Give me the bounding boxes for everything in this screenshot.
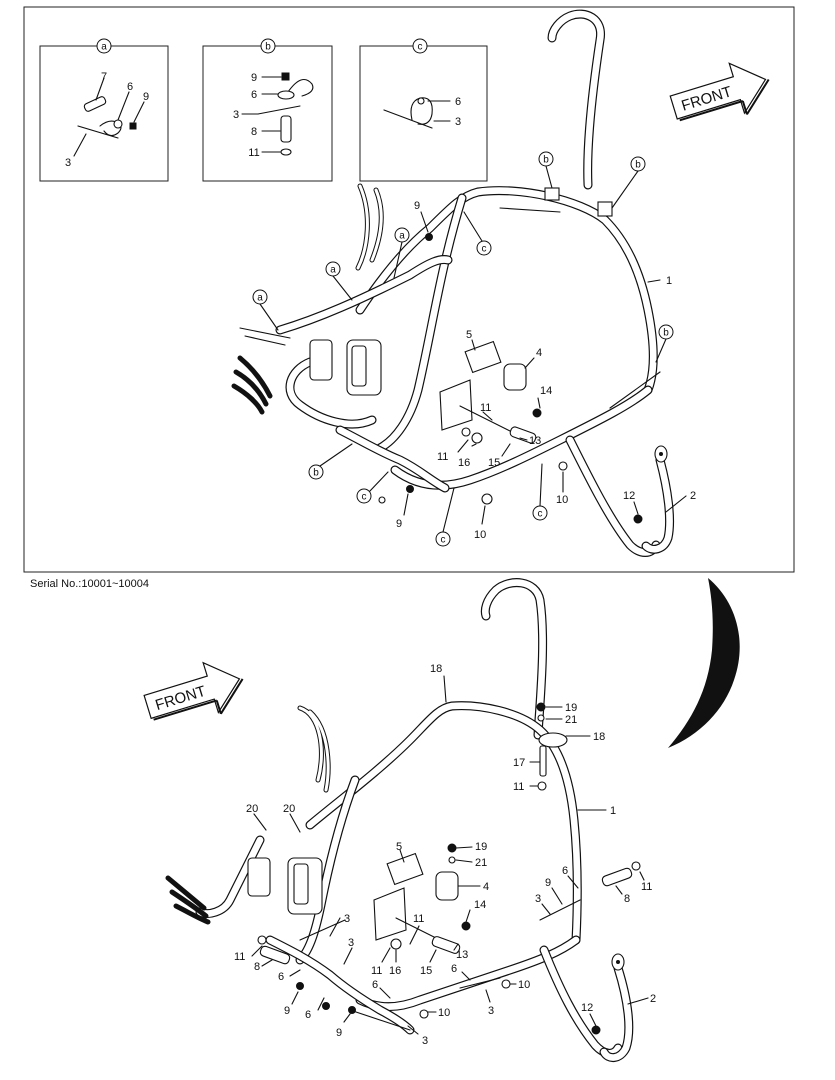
- upper-marker-b1: b: [543, 155, 549, 166]
- lower-callout-9c: 9: [336, 1027, 342, 1039]
- upper-marker-c2: c: [362, 492, 367, 503]
- upper-callout-14: 14: [540, 385, 552, 397]
- upper-callout-15: 15: [488, 457, 500, 469]
- lower-callout-20b: 20: [283, 803, 295, 815]
- detail-a-letter: a: [101, 42, 107, 53]
- upper-marker-b3: b: [663, 328, 669, 339]
- upper-callout-16: 16: [458, 457, 470, 469]
- serial-number-label: Serial No.:10001~10004: [30, 578, 149, 590]
- detail-panel-a: a 7 6 9 3: [39, 38, 169, 182]
- lower-callout-6a: 6: [562, 865, 568, 877]
- lower-callout-4: 4: [483, 881, 489, 893]
- lower-callout-18a: 18: [430, 663, 442, 675]
- lower-callout-19b: 19: [475, 841, 487, 853]
- detail-c-label-6: 6: [455, 96, 461, 108]
- detail-a-label-7: 7: [101, 71, 107, 83]
- upper-callout-4: 4: [536, 347, 542, 359]
- upper-callout-2: 2: [690, 490, 696, 502]
- lower-callout-14: 14: [474, 899, 486, 911]
- upper-marker-b4: b: [313, 468, 319, 479]
- lower-callout-6d: 6: [305, 1009, 311, 1021]
- front-arrow-upper: FRONT: [669, 62, 770, 122]
- lower-callout-11b: 11: [641, 881, 652, 893]
- upper-callout-11b: 11: [437, 451, 448, 463]
- lower-callout-2: 2: [650, 993, 656, 1005]
- detail-panel-b: b 9 6 3 8 11: [202, 38, 333, 182]
- upper-marker-c1: c: [482, 244, 487, 255]
- detail-b-label-8: 8: [251, 126, 257, 138]
- upper-callout-9a: 9: [414, 200, 420, 212]
- lower-callout-1: 1: [610, 805, 616, 817]
- lower-callout-11d: 11: [234, 951, 245, 963]
- lower-callout-17: 17: [513, 757, 525, 769]
- upper-callout-10b: 10: [474, 529, 486, 541]
- lower-callout-16: 16: [389, 965, 401, 977]
- lower-callout-5: 5: [396, 841, 402, 853]
- lower-callout-11a: 11: [513, 781, 524, 793]
- lower-callout-10a: 10: [518, 979, 530, 991]
- upper-harness: [231, 9, 675, 557]
- upper-callout-1: 1: [666, 275, 672, 287]
- upper-callout-10a: 10: [556, 494, 568, 506]
- upper-letter-markers: a a a b b b b c c c c: [252, 151, 674, 547]
- lower-callouts: 18 18 19 21 17 11 1 20 20 5 19 21 4 6 9 …: [234, 663, 656, 1047]
- lower-callout-3c: 3: [348, 937, 354, 949]
- lower-callout-9a: 9: [545, 877, 551, 889]
- lower-callout-20a: 20: [246, 803, 258, 815]
- lower-callout-8a: 8: [624, 893, 630, 905]
- lower-callout-6c: 6: [278, 971, 284, 983]
- upper-callout-5: 5: [466, 329, 472, 341]
- lower-callout-18b: 18: [593, 731, 605, 743]
- lower-callout-21a: 21: [565, 714, 577, 726]
- lower-callout-6e: 6: [372, 979, 378, 991]
- lower-callout-10b: 10: [438, 1007, 450, 1019]
- lower-callout-3e: 3: [422, 1035, 428, 1047]
- lower-callout-3d: 3: [488, 1005, 494, 1017]
- upper-callout-11a: 11: [480, 402, 491, 414]
- detail-a-label-9: 9: [143, 91, 149, 103]
- detail-b-label-6: 6: [251, 89, 257, 101]
- upper-callout-13: 13: [529, 435, 541, 447]
- detail-c-letter: c: [418, 42, 423, 53]
- lower-callout-3b: 3: [344, 913, 350, 925]
- upper-callout-12: 12: [623, 490, 635, 502]
- detail-b-label-9: 9: [251, 72, 257, 84]
- lower-callout-15: 15: [420, 965, 432, 977]
- upper-callouts: 1 2 4 5 9 9 10 10 11 11 12 13 14 15 16: [396, 200, 696, 541]
- detail-b-label-11: 11: [248, 147, 259, 159]
- detail-b-label-3: 3: [233, 109, 239, 121]
- upper-callout-9b: 9: [396, 518, 402, 530]
- upper-marker-b2: b: [635, 160, 641, 171]
- lower-callout-11c: 11: [413, 913, 424, 925]
- upper-marker-c3: c: [441, 535, 446, 546]
- lower-callout-11e: 11: [371, 965, 382, 977]
- lower-callout-13: 13: [456, 949, 468, 961]
- lower-callout-6b: 6: [451, 963, 457, 975]
- lower-callout-8b: 8: [254, 961, 260, 973]
- detail-c-label-3: 3: [455, 116, 461, 128]
- upper-marker-a2: a: [330, 265, 336, 276]
- front-arrow-lower: FRONT: [143, 661, 244, 721]
- crescent-shape: [668, 578, 740, 748]
- lower-callout-19a: 19: [565, 702, 577, 714]
- upper-marker-a3: a: [257, 293, 263, 304]
- detail-a-label-6: 6: [127, 81, 133, 93]
- lower-callout-21b: 21: [475, 857, 487, 869]
- detail-b-letter: b: [265, 42, 271, 53]
- lower-callout-12: 12: [581, 1002, 593, 1014]
- detail-a-label-3: 3: [65, 157, 71, 169]
- lower-callout-9b: 9: [284, 1005, 290, 1017]
- detail-panel-c: c 6 3: [359, 38, 488, 182]
- lower-harness: [165, 578, 641, 1062]
- lower-callout-3a: 3: [535, 893, 541, 905]
- upper-diagram-frame: [23, 6, 795, 573]
- upper-marker-a1: a: [399, 231, 405, 242]
- upper-marker-c4: c: [538, 509, 543, 520]
